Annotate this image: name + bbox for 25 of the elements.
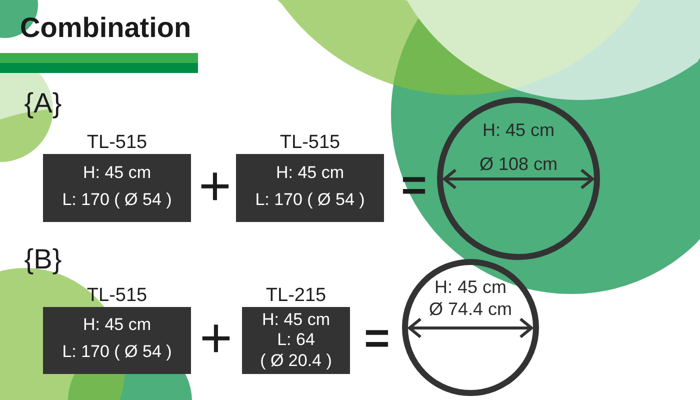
spec-text: H: 45 cm	[276, 162, 344, 184]
model-label: TL-515	[280, 131, 340, 154]
spec-text: L: 170 ( Ø 54 )	[62, 188, 172, 210]
equals-sign: =	[364, 329, 390, 348]
diagram-title: Combination	[0, 14, 198, 73]
plus-sign: +	[200, 324, 232, 352]
spec-text: Ø 108 cm	[479, 155, 558, 173]
spec-text: H: 45 cm	[482, 121, 555, 139]
spec-text: ( Ø 20.4 )	[260, 350, 332, 372]
spec-text: L: 64	[277, 330, 315, 351]
spec-text: H: 45 cm	[82, 162, 152, 184]
spec-text: H: 45 cm	[82, 314, 152, 336]
spec-text: L: 170 ( Ø 54 )	[255, 188, 365, 210]
equals-sign: =	[401, 176, 427, 195]
result-circle	[437, 97, 600, 260]
spec-text: Ø 74.4 cm	[428, 300, 512, 318]
spec-text: L: 170 ( Ø 54 )	[62, 341, 172, 363]
model-label: TL-515	[86, 131, 148, 154]
model-label: TL-215	[266, 284, 326, 307]
section-label: {A}	[24, 88, 62, 118]
section-label: {B}	[24, 244, 62, 274]
spec-text: H: 45 cm	[262, 310, 330, 330]
spec-text: H: 45 cm	[434, 278, 507, 296]
plus-sign: +	[198, 172, 232, 200]
result-circle	[402, 258, 539, 396]
